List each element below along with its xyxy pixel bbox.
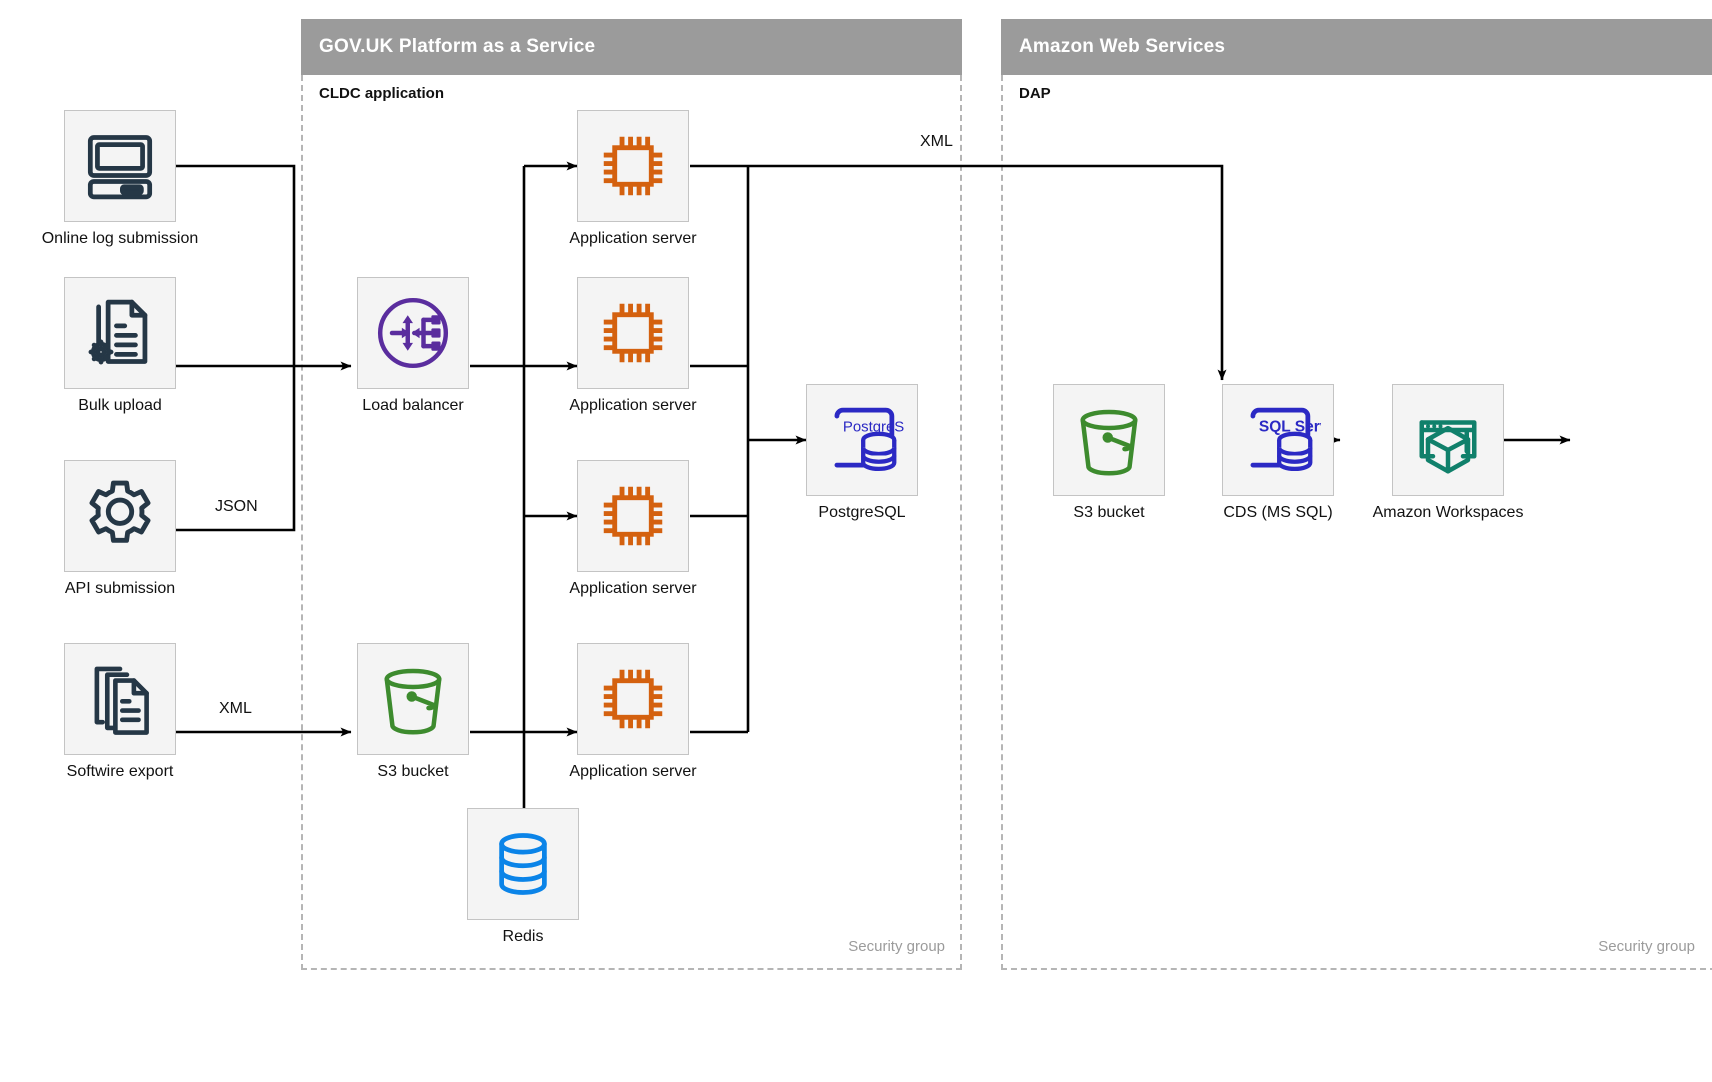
document-gear-icon <box>88 299 148 365</box>
amazon-workspaces-icon <box>1419 420 1477 474</box>
node-postgresql[interactable]: PostgreSQL PostgreSQL <box>806 384 918 521</box>
postgresql-icon: PostgreSQL <box>834 407 905 472</box>
documents-stack-icon <box>94 666 149 735</box>
load-balancer-icon <box>377 297 449 369</box>
label-load-balancer: Load balancer <box>362 397 464 414</box>
gear-icon <box>89 480 151 543</box>
label-cds-ms-sql: CDS (MS SQL) <box>1223 504 1333 521</box>
edge-label-xml-dap: XML <box>920 133 953 150</box>
label-postgresql: PostgreSQL <box>818 504 906 521</box>
zone-title-paas: GOV.UK Platform as a Service <box>319 36 596 57</box>
edge-label-json: JSON <box>215 498 258 515</box>
node-cds-ms-sql[interactable]: SQL Server CDS (MS SQL) <box>1222 384 1334 521</box>
node-softwire-export[interactable]: Softwire export <box>64 643 176 780</box>
node-application-server-2[interactable]: Application server <box>569 277 697 414</box>
node-online-log-submission[interactable]: Online log submission <box>42 110 198 247</box>
zone-footer-aws: Security group <box>1598 938 1695 955</box>
sql-server-icon: SQL Server <box>1250 407 1321 472</box>
s3-bucket-icon <box>384 668 442 735</box>
desktop-computer-icon <box>87 135 153 200</box>
tile-softwire-export <box>64 643 176 755</box>
zone-title-aws: Amazon Web Services <box>1019 36 1226 57</box>
tile-s3-bucket-paas <box>357 643 469 755</box>
label-s3-bucket-paas: S3 bucket <box>377 763 449 780</box>
cpu-chip-icon <box>603 136 663 196</box>
node-s3-bucket-aws[interactable]: S3 bucket <box>1053 384 1165 521</box>
tile-redis <box>467 808 579 920</box>
sql-server-badge-text: SQL Server <box>1259 419 1321 436</box>
tile-load-balancer <box>357 277 469 389</box>
tile-postgresql: PostgreSQL <box>806 384 918 496</box>
zone-subtitle-cldc: CLDC application <box>319 85 445 102</box>
edge-label-xml-softwire: XML <box>219 700 252 717</box>
label-amazon-workspaces: Amazon Workspaces <box>1372 504 1524 521</box>
tile-amazon-workspaces <box>1392 384 1504 496</box>
tile-bulk-upload <box>64 277 176 389</box>
zone-subtitle-dap: DAP <box>1019 85 1051 102</box>
tile-cds-ms-sql: SQL Server <box>1222 384 1334 496</box>
node-s3-bucket-paas[interactable]: S3 bucket <box>357 643 469 780</box>
label-application-server-3: Application server <box>569 580 697 597</box>
zone-footer-paas: Security group <box>848 938 945 955</box>
tile-application-server-3 <box>577 460 689 572</box>
cpu-chip-icon <box>603 486 663 546</box>
s3-bucket-icon <box>1080 409 1138 476</box>
label-bulk-upload: Bulk upload <box>78 397 162 414</box>
zone-header-aws: Amazon Web Services <box>1001 19 1712 75</box>
zone-boundary-aws <box>1001 75 1712 970</box>
node-bulk-upload[interactable]: Bulk upload <box>64 277 176 414</box>
node-amazon-workspaces[interactable]: Amazon Workspaces <box>1373 384 1523 521</box>
label-api-submission: API submission <box>64 580 176 597</box>
tile-online-log-submission <box>64 110 176 222</box>
redis-database-icon <box>499 833 547 895</box>
node-application-server-4[interactable]: Application server <box>569 643 697 780</box>
node-load-balancer[interactable]: Load balancer <box>357 277 469 414</box>
label-softwire-export: Softwire export <box>66 763 174 780</box>
cpu-chip-icon <box>603 303 663 363</box>
node-application-server-3[interactable]: Application server <box>569 460 697 597</box>
tile-s3-bucket-aws <box>1053 384 1165 496</box>
zone-boundary-paas <box>301 75 962 970</box>
tile-api-submission <box>64 460 176 572</box>
tile-application-server-1 <box>577 110 689 222</box>
label-s3-bucket-aws: S3 bucket <box>1073 504 1145 521</box>
cpu-chip-icon <box>603 669 663 729</box>
label-application-server-2: Application server <box>569 397 697 414</box>
tile-application-server-2 <box>577 277 689 389</box>
label-application-server-4: Application server <box>569 763 697 780</box>
label-online-log-submission: Online log submission <box>41 230 199 247</box>
node-api-submission[interactable]: API submission <box>64 460 176 597</box>
zone-header-paas: GOV.UK Platform as a Service <box>301 19 962 75</box>
node-application-server-1[interactable]: Application server <box>569 110 697 247</box>
label-redis: Redis <box>502 928 544 945</box>
node-redis[interactable]: Redis <box>467 808 579 945</box>
tile-application-server-4 <box>577 643 689 755</box>
label-application-server-1: Application server <box>569 230 697 247</box>
postgresql-badge-text: PostgreSQL <box>843 419 905 436</box>
